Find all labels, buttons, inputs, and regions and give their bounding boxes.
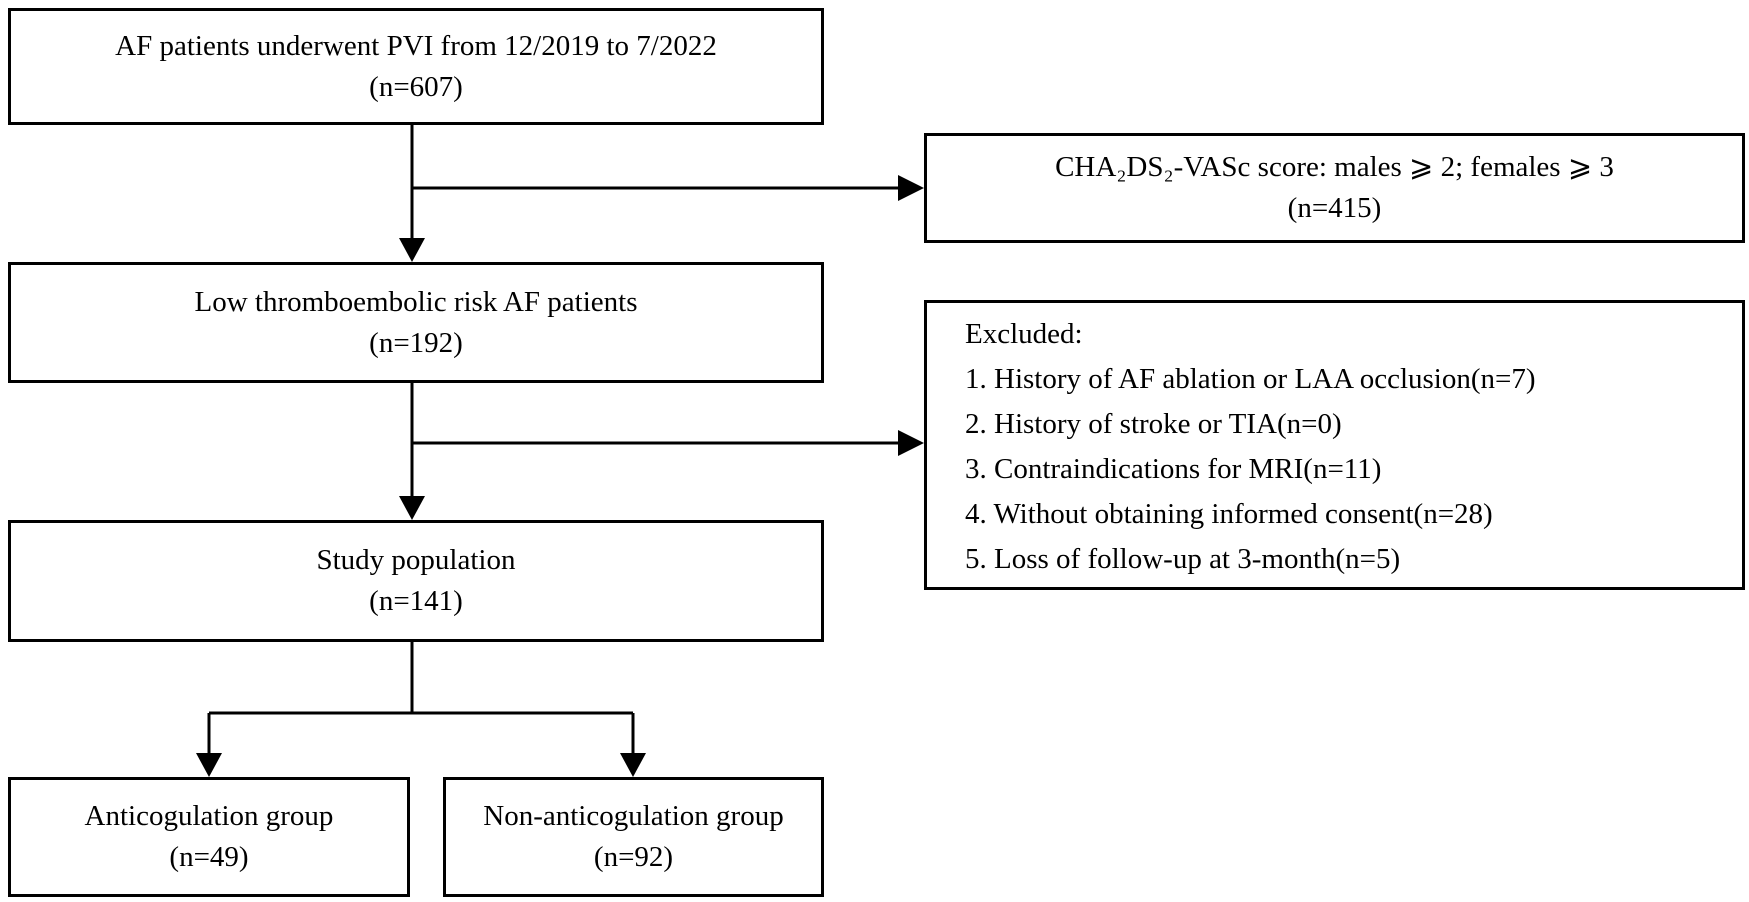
arrowhead-down-to-nonanticoagulation (620, 753, 646, 777)
box-excluded: Excluded: 1. History of AF ablation or L… (924, 300, 1745, 590)
box-study-population: Study population (n=141) (8, 520, 824, 642)
top-cohort-label: AF patients underwent PVI from 12/2019 t… (115, 29, 717, 62)
non-anticoagulation-group-label: Non-anticogulation group (483, 800, 784, 832)
box-low-risk: Low thromboembolic risk AF patients (n=1… (8, 262, 824, 383)
study-population-label: Study population (316, 544, 516, 576)
cha-score-count: (n=415) (1287, 192, 1382, 224)
arrowhead-right-to-excluded (898, 430, 924, 456)
excluded-item: 4. Without obtaining informed consent(n=… (965, 498, 1493, 530)
excluded-item: 2. History of stroke or TIA(n=0) (965, 408, 1342, 440)
study-population-count: (n=141) (369, 585, 463, 617)
excluded-item: 1. History of AF ablation or LAA occlusi… (965, 363, 1536, 395)
cha-score-label: CHA₂DS₂-VASc score: males ⩾ 2; females ⩾… (1055, 151, 1614, 183)
box-top-cohort: AF patients underwent PVI from 12/2019 t… (8, 8, 824, 125)
arrowhead-down-to-study (399, 496, 425, 520)
excluded-item: 5. Loss of follow-up at 3-month(n=5) (965, 543, 1401, 575)
low-risk-label: Low thromboembolic risk AF patients (194, 285, 638, 318)
top-cohort-count: (n=607) (369, 70, 463, 103)
excluded-item: 3. Contraindications for MRI(n=11) (965, 453, 1382, 485)
arrowhead-right-to-cha (898, 175, 924, 201)
low-risk-count: (n=192) (369, 326, 463, 359)
excluded-title: Excluded: (965, 318, 1083, 350)
box-non-anticoagulation-group: Non-anticogulation group (n=92) (443, 777, 824, 897)
box-anticoagulation-group: Anticogulation group (n=49) (8, 777, 410, 897)
arrowhead-down-to-lowrisk (399, 238, 425, 262)
anticoagulation-group-count: (n=49) (169, 841, 249, 873)
arrowhead-down-to-anticoagulation (196, 753, 222, 777)
non-anticoagulation-group-count: (n=92) (593, 841, 674, 873)
anticoagulation-group-label: Anticogulation group (84, 800, 334, 832)
box-cha-score-excluded: CHA₂DS₂-VASc score: males ⩾ 2; females ⩾… (924, 133, 1745, 243)
